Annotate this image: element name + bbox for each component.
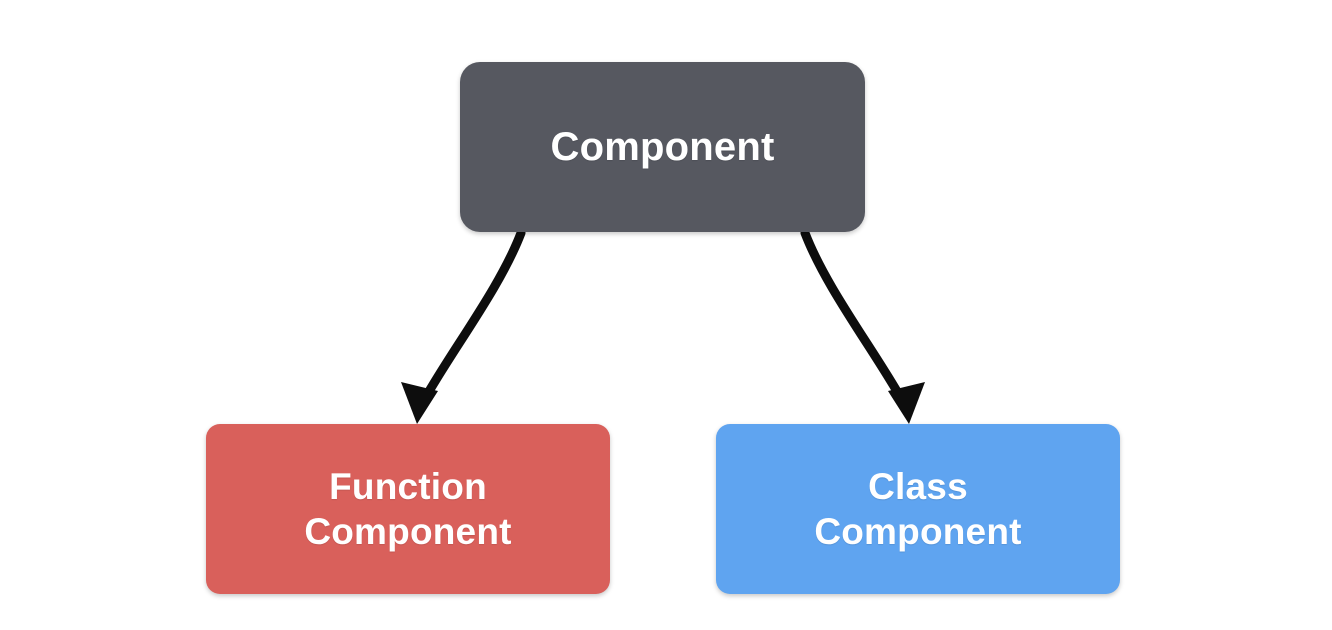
edge-root-to-function-component — [401, 228, 526, 424]
edge-root-to-class-component — [800, 228, 925, 424]
arrowhead-icon — [401, 382, 438, 424]
node-class-component-label: Class Component — [814, 465, 1022, 552]
node-function-component-label: Function Component — [304, 465, 512, 552]
node-function-component[interactable]: Function Component — [206, 424, 610, 594]
node-class-component[interactable]: Class Component — [716, 424, 1120, 594]
node-component-label: Component — [550, 124, 775, 169]
node-component[interactable]: Component — [460, 62, 865, 232]
arrowhead-icon — [888, 382, 925, 424]
